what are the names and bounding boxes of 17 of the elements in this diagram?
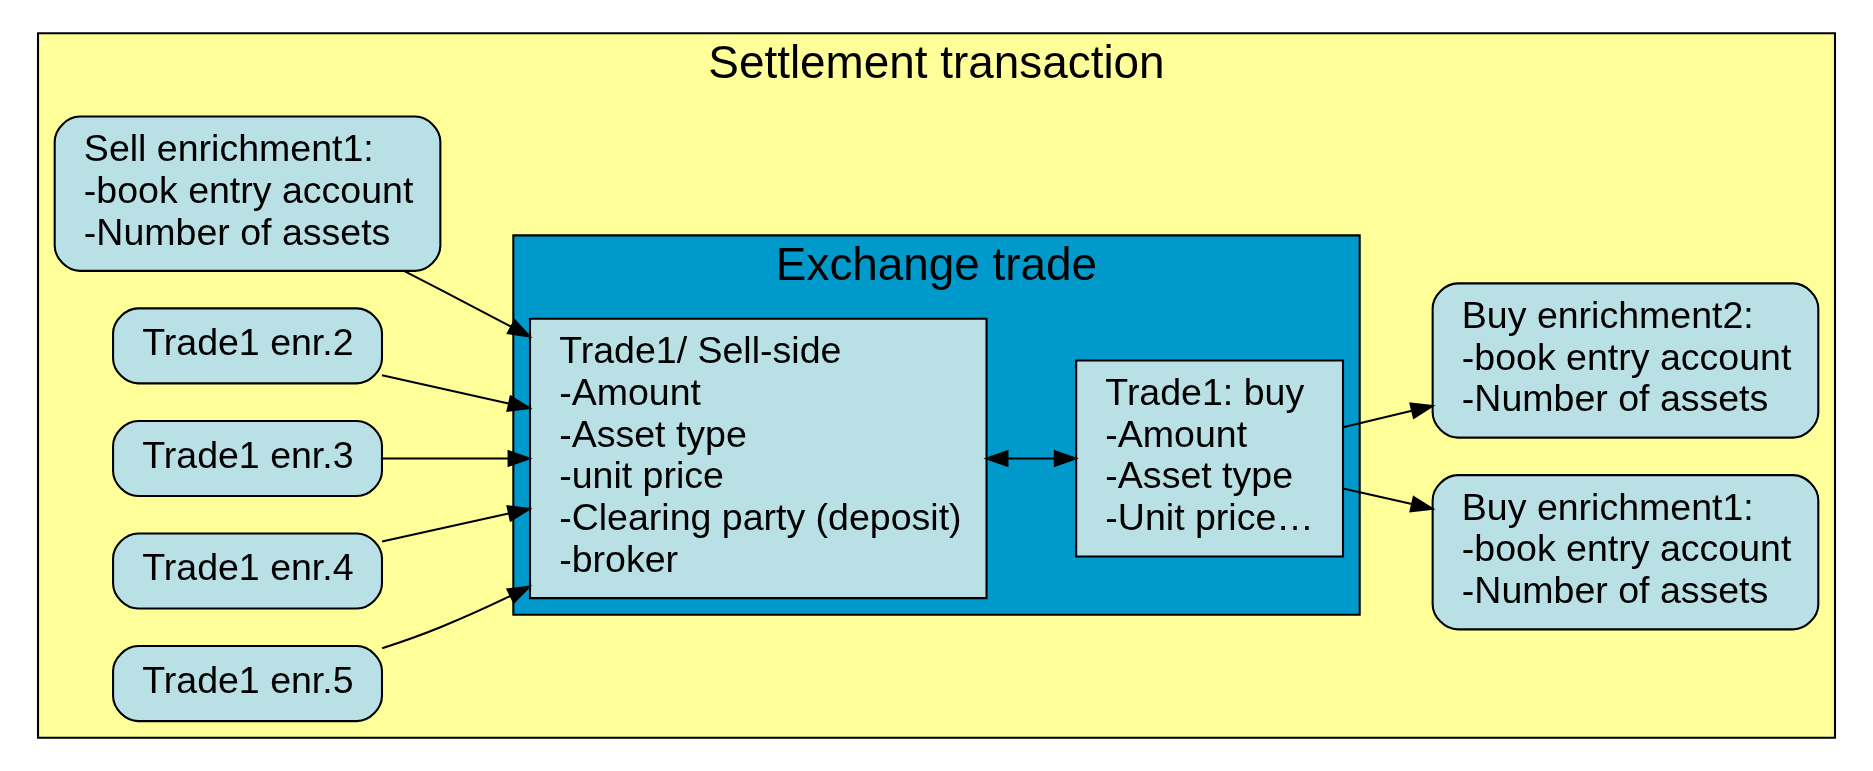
arrow xyxy=(381,585,533,650)
arrow xyxy=(1342,487,1436,513)
node-box: Buy enrichment1: -book entry account -Number of assets xyxy=(1431,474,1820,631)
arrow xyxy=(1342,402,1436,429)
arrow xyxy=(381,374,533,412)
node-box: Buy enrichment2: -book entry account -Number of assets xyxy=(1431,282,1820,439)
node-box: Sell enrichment1: -book entry account -Number of assets xyxy=(53,115,442,272)
arrow xyxy=(382,449,533,468)
node-box: Trade1 enr.2 xyxy=(112,307,384,385)
node-box: Trade1 enr.5 xyxy=(112,645,384,723)
arrow xyxy=(983,449,1079,468)
arrow xyxy=(381,505,533,543)
node-box: Trade1/ Sell-side -Amount -Asset type -unit price -Clearing party (deposit) -broker xyxy=(528,317,988,600)
node-box: Trade1 enr.4 xyxy=(112,532,384,610)
node-box: Trade1 enr.3 xyxy=(112,419,384,498)
node-box: Trade1: buy -Amount -Asset type -Unit price… xyxy=(1075,359,1345,558)
arrow xyxy=(404,270,533,338)
